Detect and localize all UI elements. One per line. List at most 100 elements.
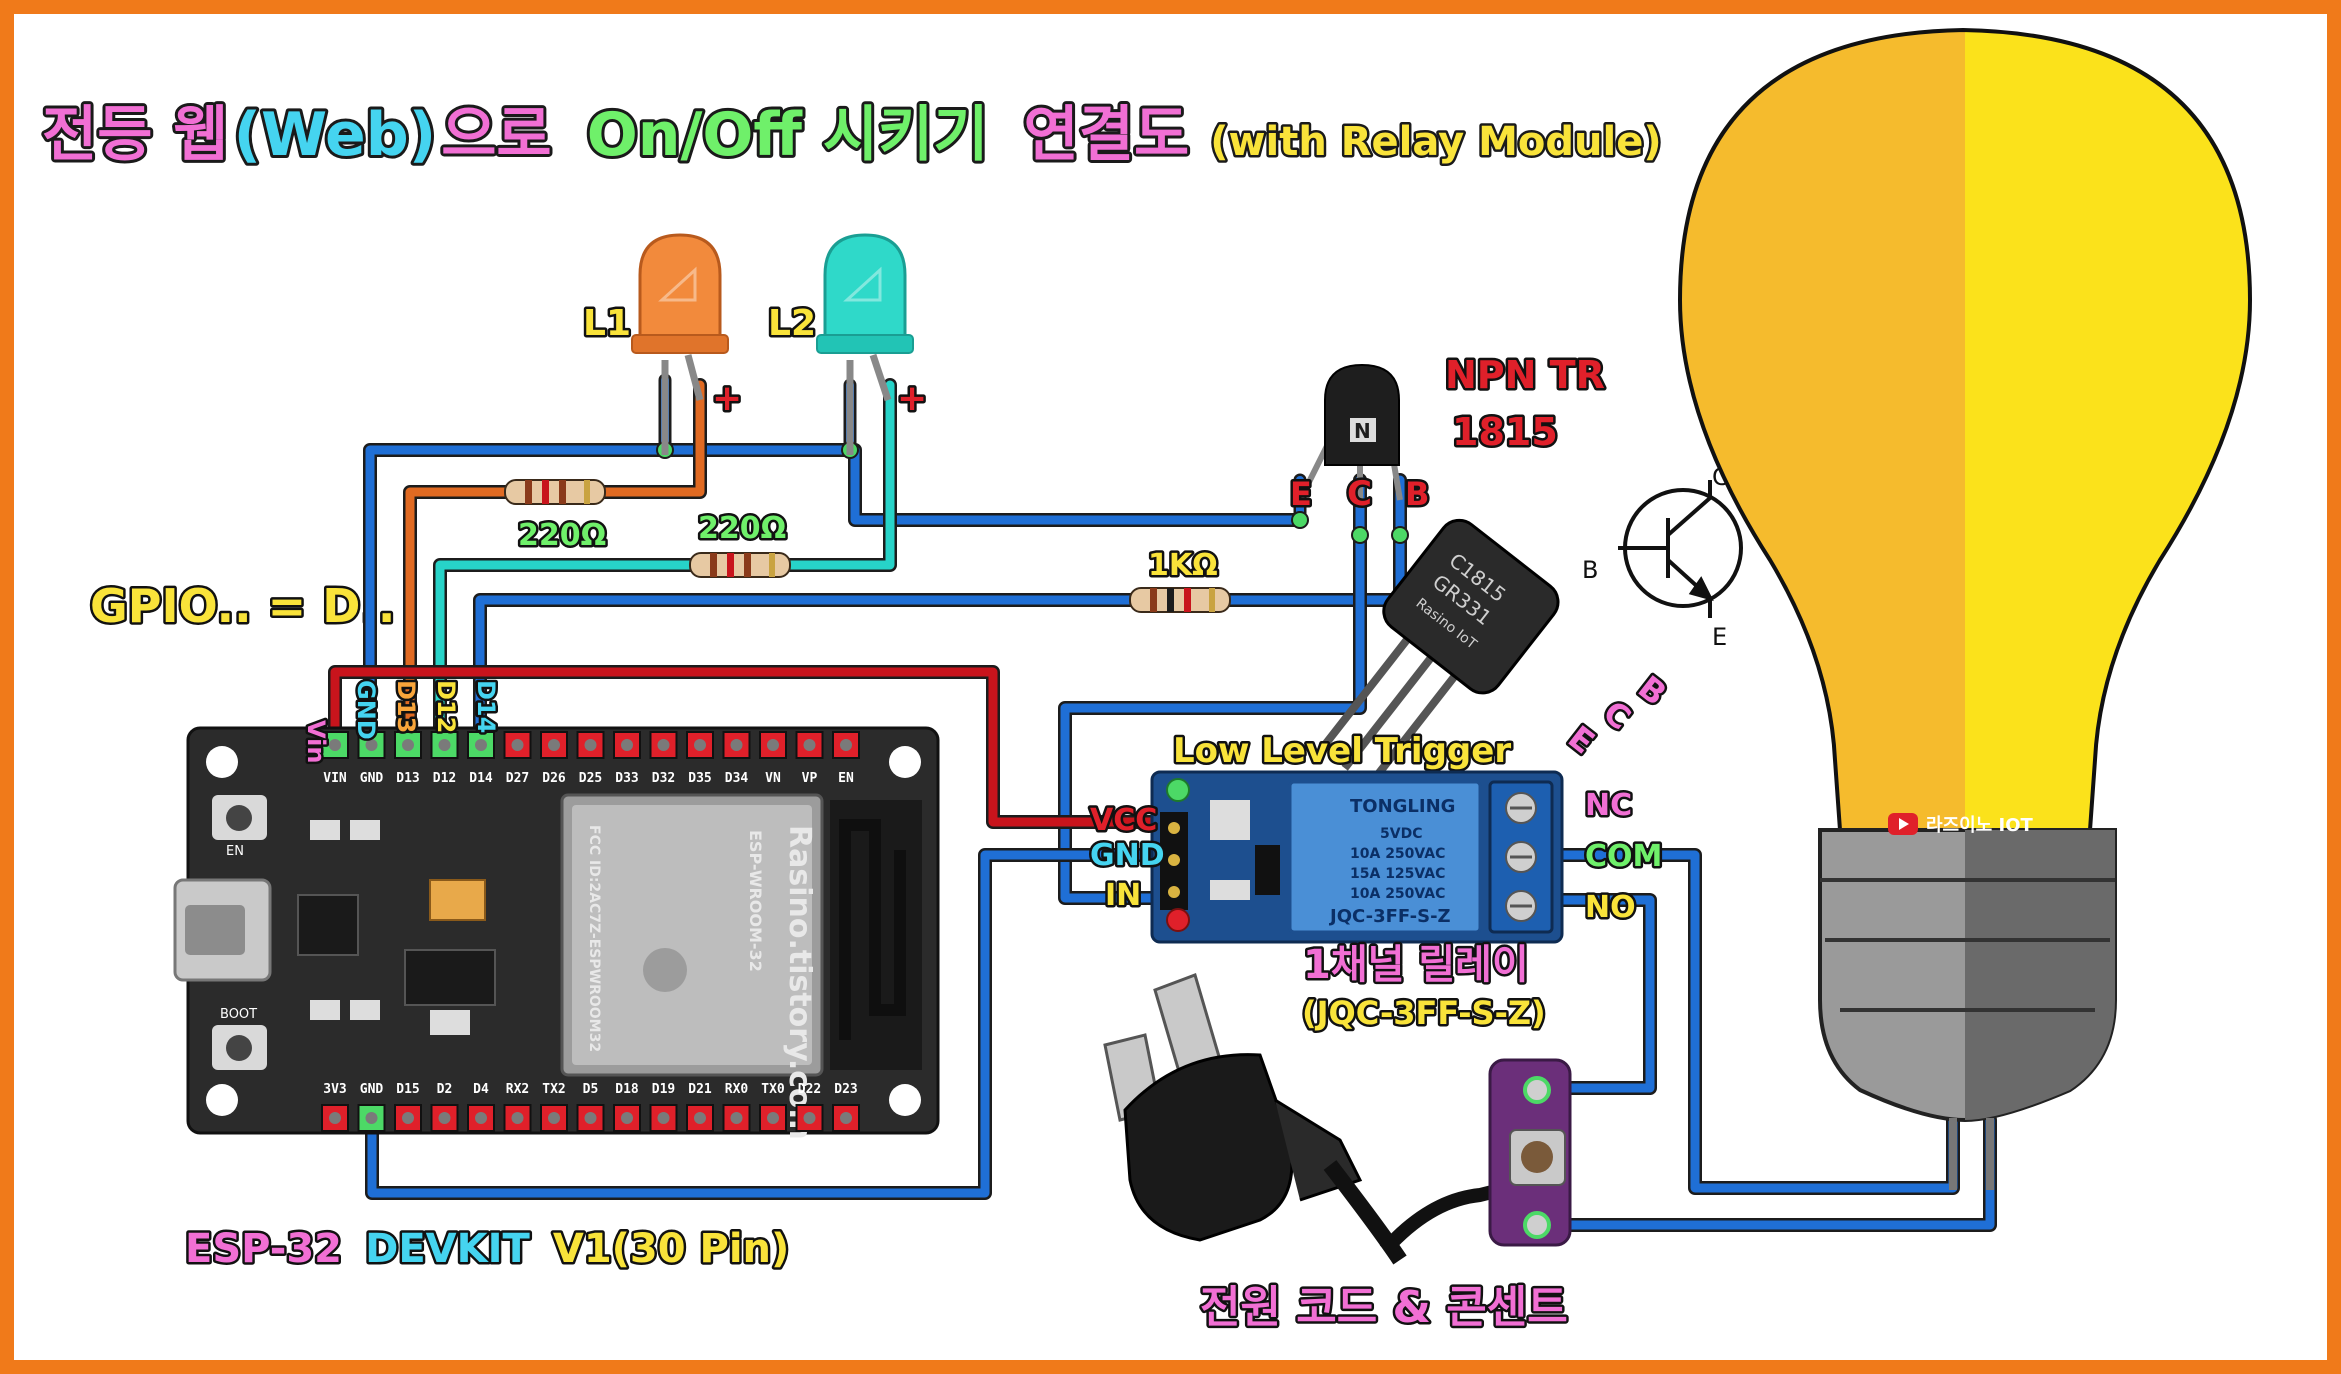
esp32-board: EN BOOT Rasino.tistory.com ESP-WROOM-32 … bbox=[173, 726, 940, 1140]
esp32-bottom-pin-hole bbox=[621, 1112, 633, 1124]
esp32-top-pin-hole bbox=[365, 739, 378, 751]
esp32-bottom-pin-label: D21 bbox=[688, 1082, 712, 1097]
esp32-bottom-pin-label: D4 bbox=[473, 1082, 489, 1097]
diagram-title: 전등 웹 (Web) 으로 On/Off 시키기 연결도 (with Relay… bbox=[39, 97, 1664, 173]
esp32-top-pin-hole bbox=[584, 739, 597, 751]
esp32-top-pin-pad bbox=[722, 731, 751, 759]
esp32-bottom-pin-label: D15 bbox=[396, 1082, 419, 1097]
relay-nc-label: NC bbox=[1585, 788, 1632, 823]
resistor-r1 bbox=[504, 479, 606, 505]
power-label: 전원 코드 & 콘센트 bbox=[1200, 1282, 1568, 1333]
esp32-top-pin-hole bbox=[730, 739, 743, 751]
npn-model: 1815 bbox=[1452, 410, 1558, 454]
title-part-2: (Web) bbox=[234, 100, 437, 170]
esp32-bottom-pin-hole bbox=[365, 1112, 378, 1124]
esp32-top-pin-hole bbox=[438, 739, 451, 751]
esp32-top-pin-label: D13 bbox=[396, 771, 419, 786]
esp32-top-pin-label: GND bbox=[360, 771, 384, 786]
tr-c-label: C bbox=[1347, 474, 1372, 514]
esp32-top-pin-label: VP bbox=[802, 771, 818, 786]
title-part-6: (with Relay Module) bbox=[1210, 119, 1661, 165]
esp32-top-pin-label: D12 bbox=[433, 771, 456, 786]
relay-vcc-label: VCC bbox=[1090, 803, 1157, 838]
relay-trigger-label: Low Level Trigger bbox=[1173, 731, 1511, 771]
title-part-3: 으로 bbox=[441, 100, 551, 170]
esp32-bottom-pin-label: D5 bbox=[583, 1082, 599, 1097]
gpio-note: GPIO.. = D.. bbox=[90, 579, 395, 633]
youtube-badge: 라즈이노 IOT bbox=[1926, 815, 2034, 836]
tr-e-label: E bbox=[1290, 475, 1312, 513]
esp32-bottom-pin-hole bbox=[511, 1112, 524, 1124]
board-boot: BOOT bbox=[220, 1007, 257, 1022]
esp32-top-pin-hole bbox=[657, 739, 670, 751]
esp32-top-pin-hole bbox=[767, 739, 779, 751]
module-fcc: FCC ID:2AC7Z-ESPWROOM32 bbox=[586, 825, 602, 1052]
esp32-bottom-pin-hole bbox=[438, 1112, 451, 1124]
pin-label-vin: Vin bbox=[302, 720, 330, 763]
relay-name: 1채널 릴레이 bbox=[1303, 942, 1529, 988]
esp32-top-pin-hole bbox=[621, 739, 633, 751]
esp32-bottom-pin-pad bbox=[649, 1104, 678, 1132]
relay-no-label: NO bbox=[1585, 890, 1636, 925]
esp32-bottom-pin-label: GND bbox=[360, 1082, 384, 1097]
relay-spec-2: 10A 250VAC bbox=[1350, 846, 1445, 862]
power-plug bbox=[1103, 973, 1572, 1265]
esp32-top-pin-label: D34 bbox=[725, 771, 749, 786]
pin-label-d14: D14 bbox=[472, 680, 500, 733]
esp32-bottom-pin-label: RX2 bbox=[506, 1082, 529, 1097]
esp32-name-a: ESP-32 bbox=[185, 1226, 342, 1272]
esp32-bottom-pin-label: D23 bbox=[834, 1082, 857, 1097]
esp32-name-c: V1(30 Pin) bbox=[553, 1226, 789, 1272]
relay-model: (JQC-3FF-S-Z) bbox=[1302, 994, 1546, 1032]
relay-spec-4: 10A 250VAC bbox=[1350, 886, 1445, 902]
esp32-top-pin-pad bbox=[467, 731, 495, 759]
esp32-top-pin-hole bbox=[475, 739, 487, 751]
resistor-r2 bbox=[689, 552, 791, 578]
l1-label: L1 bbox=[583, 303, 631, 344]
title-part-5: 연결도 bbox=[1024, 100, 1190, 170]
board-en: EN bbox=[226, 844, 244, 859]
relay-part: JQC-3FF-S-Z bbox=[1328, 906, 1451, 927]
light-bulb: 라즈이노 IOT bbox=[1677, 27, 2253, 1190]
relay-spec-1: 5VDC bbox=[1380, 826, 1422, 842]
esp32-top-pin-label: D27 bbox=[506, 771, 529, 786]
esp32-bottom-pin-label: D18 bbox=[615, 1082, 639, 1097]
esp32-top-pin-label: D33 bbox=[615, 771, 638, 786]
transistor-photo: C1815 GR331 Rasino IoT bbox=[1317, 518, 1560, 790]
esp32-bottom-pin-hole bbox=[767, 1112, 779, 1124]
esp32-top-pin-hole bbox=[803, 739, 816, 751]
esp32-top-pin-label: VN bbox=[765, 771, 781, 786]
relay-spec-3: 15A 125VAC bbox=[1350, 866, 1445, 882]
esp32-top-pin-hole bbox=[402, 739, 414, 751]
esp32-bottom-pin-label: TX0 bbox=[761, 1082, 785, 1097]
esp32-top-pin-hole bbox=[694, 739, 706, 751]
title-part-1: 전등 웹 bbox=[42, 100, 229, 170]
l2-plus: + bbox=[897, 378, 927, 419]
esp32-bottom-pin-hole bbox=[840, 1112, 852, 1124]
led-l1 bbox=[631, 233, 729, 455]
esp32-top-pin-hole bbox=[329, 739, 341, 751]
led-l2 bbox=[816, 233, 914, 455]
l1-plus: + bbox=[712, 378, 742, 419]
esp32-bottom-pin-label: 3V3 bbox=[323, 1082, 346, 1097]
sym-b: B bbox=[1582, 556, 1598, 584]
svg-text:N: N bbox=[1354, 419, 1371, 443]
esp32-top-pin-label: D35 bbox=[688, 771, 711, 786]
esp32-bottom-pin-hole bbox=[694, 1112, 706, 1124]
esp32-top-pin-label: D14 bbox=[469, 771, 493, 786]
esp32-name-b: DEVKIT bbox=[365, 1226, 530, 1272]
tr-photo-e: E bbox=[1561, 718, 1602, 761]
title-text: 전등 웹 (Web) 으로 On/Off 시키기 연결도 (with Relay… bbox=[42, 100, 1662, 170]
esp32-bottom-pin-hole bbox=[548, 1112, 560, 1124]
r1-label: 220Ω bbox=[518, 518, 606, 553]
esp32-top-pin-pad bbox=[759, 731, 787, 759]
esp32-top-pin-hole bbox=[511, 739, 524, 751]
wire-plug-bulb bbox=[1538, 1113, 1997, 1232]
resistor-r3 bbox=[1129, 587, 1231, 613]
sym-e: E bbox=[1712, 623, 1727, 651]
esp32-bottom-pin-label: D19 bbox=[652, 1082, 675, 1097]
module-text: Rasino.tistory.com bbox=[782, 825, 817, 1140]
